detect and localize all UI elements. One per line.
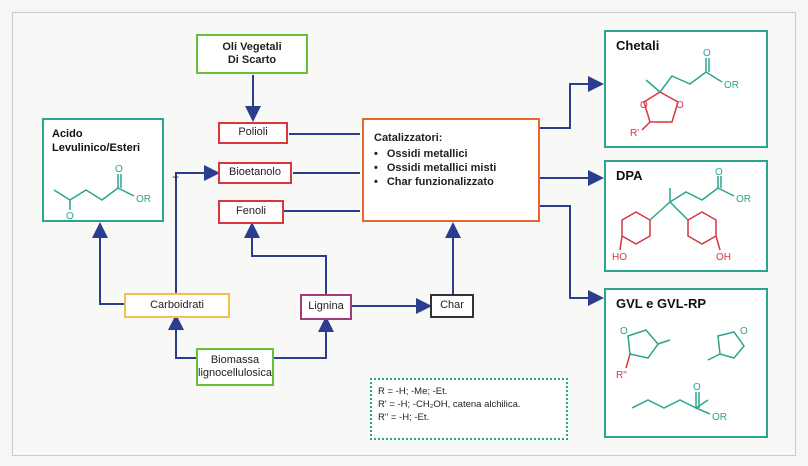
acid-carbonyl-o: O [115,164,123,175]
node-polioli: Polioli [218,122,288,144]
chetali-title: Chetali [616,38,660,53]
catalyst-list: Ossidi metallici Ossidi metallici misti … [374,148,530,188]
chetali-o2: O [676,100,684,111]
node-char: Char [430,294,474,318]
arrow-carb-bio [175,165,220,294]
arrow-bio-carb [168,314,196,359]
catalyst-title: Catalizzatori: [374,132,443,144]
catalyst-item: Ossidi metallici misti [374,162,530,174]
legend-line-1: R = -H; -Me; -Et. [378,386,448,397]
catalyst-item: Ossidi metallici [374,148,530,160]
product-gvl: GVL e GVL-RP O O R" O OR [604,288,768,438]
gvl-r: R" [616,370,627,381]
dpa-structure: O OR HO OH [612,167,751,263]
acid-title: Acido Levulinico/Esteri [52,128,141,154]
catalyst-box: Catalizzatori: Ossidi metallici Ossidi m… [362,118,540,222]
arrow-bio-lig [274,316,334,359]
chetali-o3: O [703,48,711,59]
node-bioetanolo: Bioetanolo [218,162,292,184]
dpa-o: O [715,167,723,178]
chetali-or: OR [724,80,739,91]
node-biomassa: Biomassa lignocellulosica [196,348,274,386]
product-dpa: DPA O OR HO OH [604,160,768,272]
levulinic-structure: O O OR [53,164,151,220]
dpa-title: DPA [616,168,643,183]
dpa-oh: OH [716,252,731,263]
node-lignina: Lignina [300,294,352,320]
acid-box: Acido Levulinico/Esteri O O OR [42,118,164,222]
node-carboidrati: Carboidrati [124,293,230,318]
product-chetali: Chetali O O O OR R' [604,30,768,148]
legend-line-2: R' = -H; -CH₂OH, catena alchilica. [378,398,521,410]
arrow-lig-fen [244,222,327,294]
plus-sign: + [172,170,180,184]
gvl-or: OR [712,412,727,423]
node-oli-vegetali: Oli Vegetali Di Scarto [196,34,308,74]
arrow-carb-acid [92,222,124,305]
legend-box: R = -H; -Me; -Et. R' = -H; -CH₂OH, caten… [370,378,568,440]
node-fenoli: Fenoli [218,200,284,224]
gvl-structure: O O R" O OR [616,326,748,423]
chetali-o1: O [640,100,648,111]
dpa-ho: HO [612,252,627,263]
arrow-cat-chetali [540,76,604,129]
chetali-structure: O O O OR R' [630,48,739,139]
gvl-o2: O [740,326,748,337]
arrow-cat-gvl [540,205,604,306]
dpa-or: OR [736,194,751,205]
gvl-o1: O [620,326,628,337]
chetali-r: R' [630,128,639,139]
gvl-title: GVL e GVL-RP [616,296,707,311]
catalyst-item: Char funzionalizzato [374,176,530,188]
acid-ring-o: O [66,211,74,220]
acid-or: OR [136,194,151,205]
legend-line-3: R" = -H; -Et. [378,411,430,423]
gvl-o3: O [693,382,701,393]
